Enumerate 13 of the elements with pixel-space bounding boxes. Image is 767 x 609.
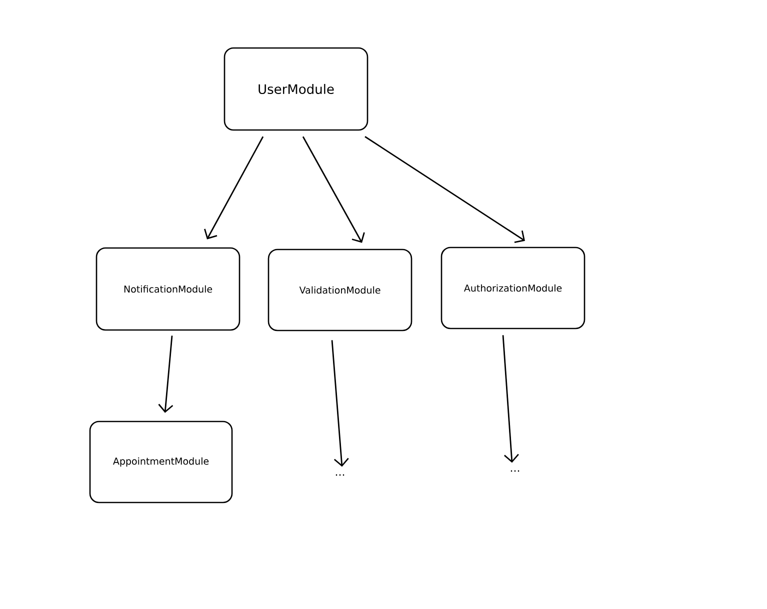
- arrow: [364, 136, 525, 244]
- module-box: NotificationModule: [96, 247, 240, 331]
- ellipsis-text: ...: [336, 474, 344, 476]
- arrow: [204, 136, 264, 240]
- module-box: ValidationModule: [268, 248, 412, 332]
- module-box: AppointmentModule: [89, 420, 233, 504]
- arrow: [331, 340, 349, 467]
- module-box: UserModule: [224, 47, 368, 131]
- arrow: [502, 335, 519, 463]
- ellipsis-text: ...: [510, 470, 520, 472]
- arrow: [158, 336, 174, 413]
- arrow: [302, 136, 365, 243]
- module-box: AuthorizationModule: [440, 246, 586, 330]
